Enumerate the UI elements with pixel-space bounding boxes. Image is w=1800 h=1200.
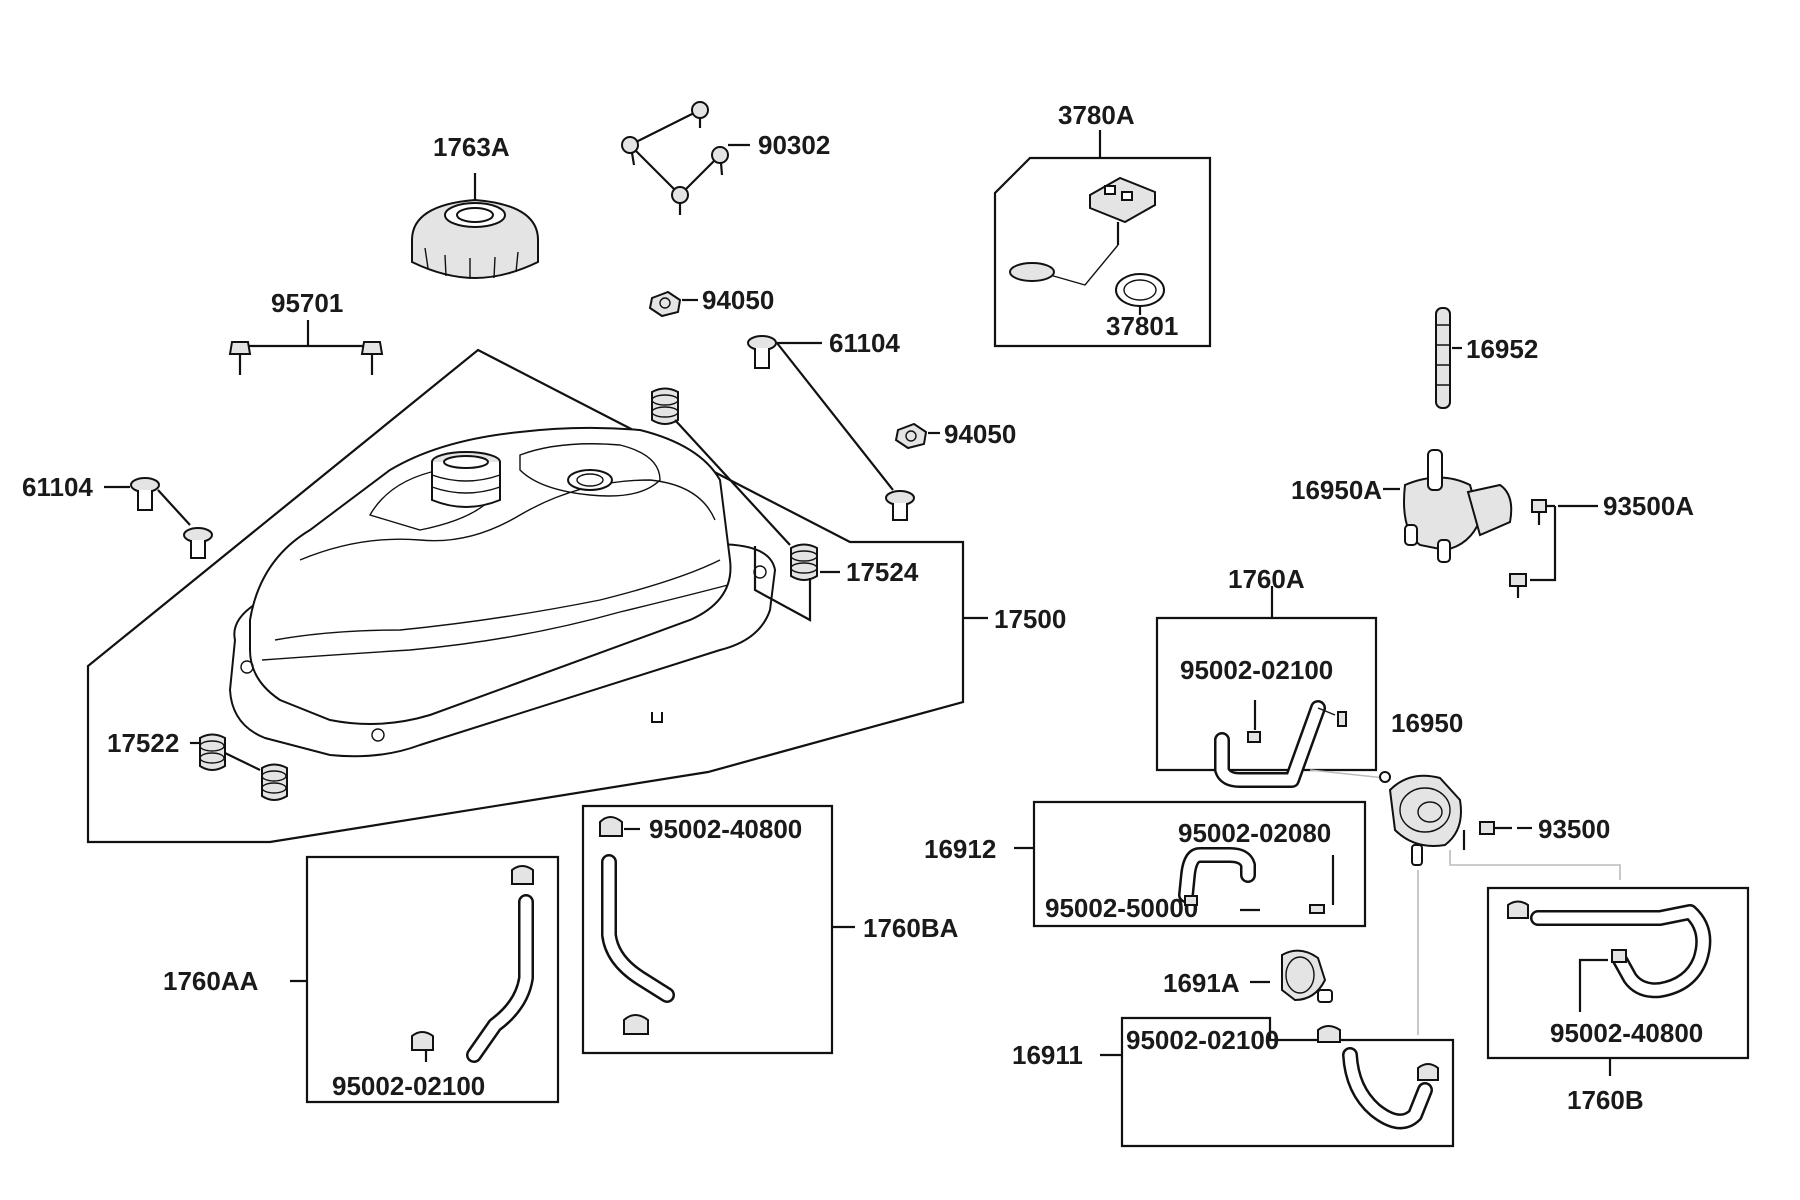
label-1760A: 1760A xyxy=(1228,564,1305,594)
label-1760AA: 1760AA xyxy=(163,966,259,996)
label-93500: 93500 xyxy=(1538,814,1610,844)
label-95002-02080: 95002-02080 xyxy=(1178,818,1331,848)
label-94050-a: 94050 xyxy=(702,285,774,315)
label-1691A: 1691A xyxy=(1163,968,1240,998)
box-1760AA xyxy=(305,855,560,1104)
screw-set-90302-icon xyxy=(621,101,750,215)
label-1760B: 1760B xyxy=(1567,1085,1644,1115)
label-95002-50000: 95002-50000 xyxy=(1045,893,1198,923)
label-17524: 17524 xyxy=(846,557,919,587)
grommet-61104-left-icon xyxy=(104,477,213,559)
label-37801: 37801 xyxy=(1106,311,1178,341)
label-16952: 16952 xyxy=(1466,334,1538,364)
fuel-filter-icon xyxy=(1435,307,1462,409)
grommet-17524-icon xyxy=(651,387,840,622)
box-1760B xyxy=(1486,886,1750,1060)
grommet-17522-icon xyxy=(190,733,288,801)
label-95002-40800-b: 95002-40800 xyxy=(1550,1018,1703,1048)
label-94050-b: 94050 xyxy=(944,419,1016,449)
fuel-cock-icon xyxy=(1383,449,1598,598)
hose-1760B-icon xyxy=(1507,900,1712,1012)
label-3780A: 3780A xyxy=(1058,100,1135,130)
box-1760BA xyxy=(581,804,834,1055)
nut-94050-b-icon xyxy=(894,422,940,450)
tank-assembly-box xyxy=(86,348,965,844)
bolt-set-95701-icon xyxy=(228,320,384,375)
label-90302: 90302 xyxy=(758,130,830,160)
label-17522: 17522 xyxy=(107,728,179,758)
label-93500A: 93500A xyxy=(1603,491,1694,521)
fuel-cap-icon xyxy=(411,173,539,280)
label-95002-40800-a: 95002-40800 xyxy=(649,814,802,844)
box-16912 xyxy=(1032,800,1367,928)
fuel-pump-icon xyxy=(1309,769,1621,1035)
label-16912: 16912 xyxy=(924,834,996,864)
hose-1760BA-icon xyxy=(599,816,675,1035)
label-16950A: 16950A xyxy=(1291,475,1382,505)
box-1760A xyxy=(1155,616,1378,772)
label-95701: 95701 xyxy=(271,288,343,318)
box-16911 xyxy=(1120,1016,1455,1148)
label-95002-02100-b: 95002-02100 xyxy=(1126,1025,1279,1055)
label-95002-02100-c: 95002-02100 xyxy=(332,1071,485,1101)
label-16911: 16911 xyxy=(1012,1040,1083,1070)
label-1760BA: 1760BA xyxy=(863,913,959,943)
label-16950: 16950 xyxy=(1391,708,1463,738)
hose-16911-icon xyxy=(1317,1025,1439,1130)
box-3780A xyxy=(993,156,1212,348)
label-61104-left: 61104 xyxy=(22,472,93,502)
grommet-61104-top-icon xyxy=(747,335,915,521)
nut-94050-icon xyxy=(648,290,698,318)
hose-16912-icon xyxy=(1178,847,1335,914)
label-1763A: 1763A xyxy=(433,132,510,162)
inline-filter-1691A-icon xyxy=(1250,949,1333,1003)
fuel-tank-icon xyxy=(228,426,777,758)
label-95002-02100-a: 95002-02100 xyxy=(1180,655,1333,685)
fuel-gauge-sender-icon xyxy=(1009,176,1165,315)
label-17500: 17500 xyxy=(994,604,1066,634)
label-61104-top: 61104 xyxy=(829,328,900,358)
hose-1760A-icon xyxy=(1214,700,1347,788)
hose-1760AA-icon xyxy=(411,865,534,1063)
